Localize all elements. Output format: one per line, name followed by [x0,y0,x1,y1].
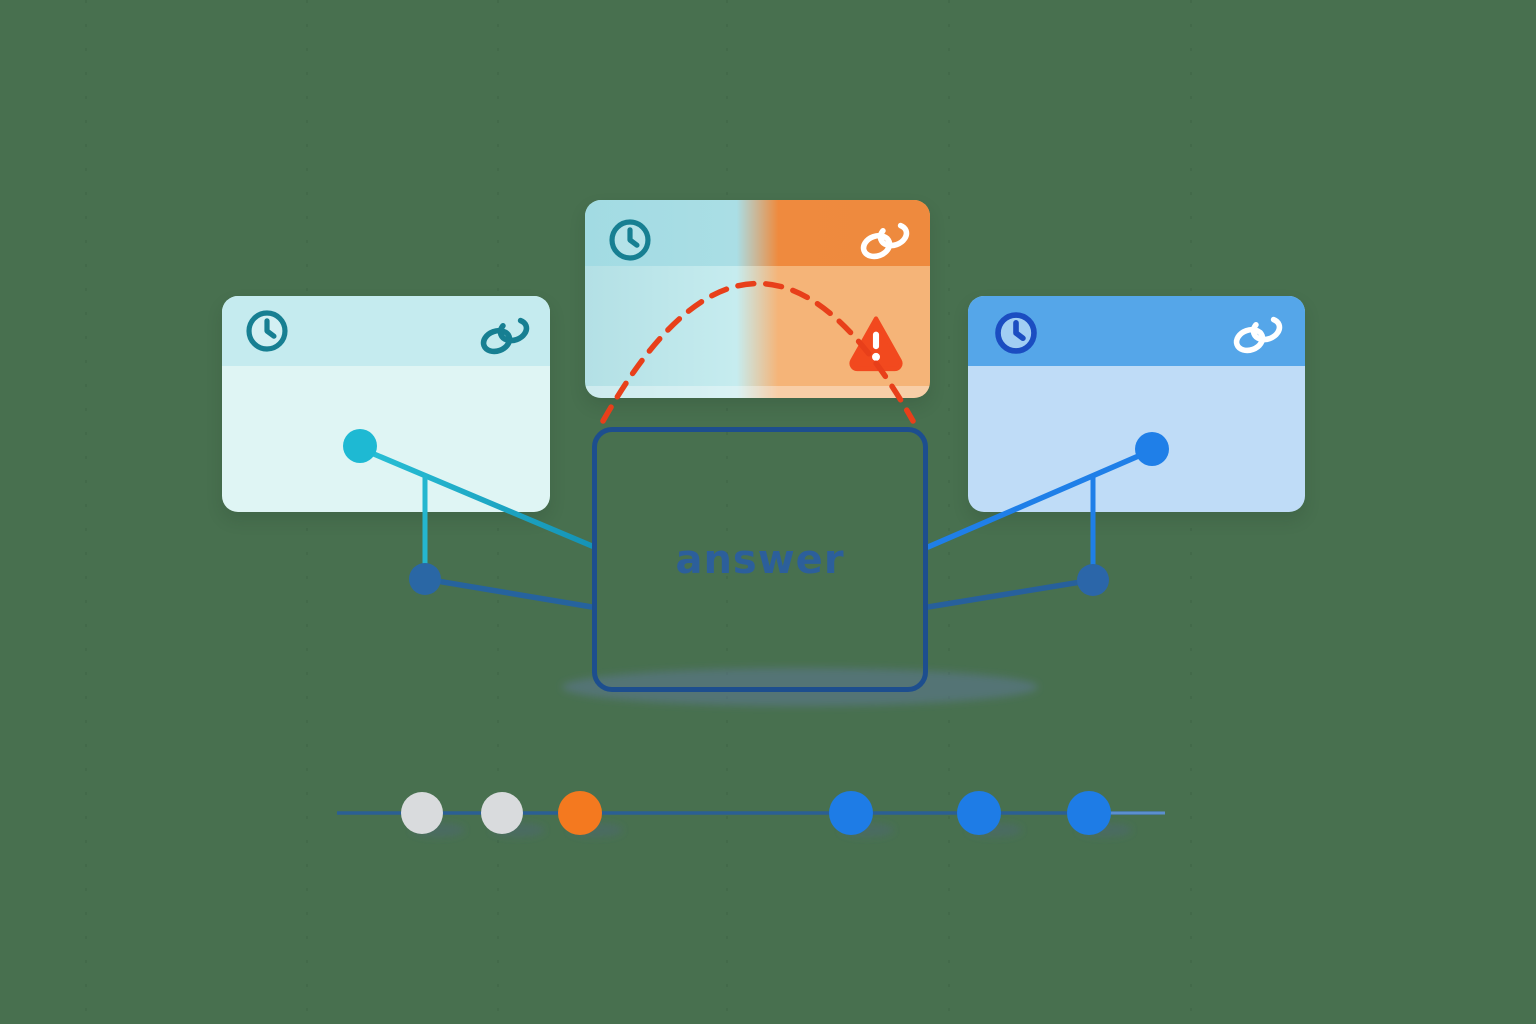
answer-box: answer [592,427,928,692]
timeline-dot-gray [401,792,443,834]
dark-connector-line [422,576,595,610]
clock-icon [609,219,651,261]
timeline-dot-blue [957,791,1001,835]
link-icon [860,221,910,260]
grid-line [1190,0,1192,1024]
link-icon [1233,315,1283,354]
timeline-dot-orange [558,791,602,835]
card-teal [222,296,550,512]
grid-line [497,0,499,1024]
card-teal-orange [585,200,930,398]
clock-icon [995,312,1037,354]
clock-icon [246,310,288,352]
dashed-arc [600,281,916,424]
grid-line [948,0,950,1024]
dark-connector-line [925,577,1096,610]
link-icon [480,316,530,355]
grid-line [726,0,728,1024]
timeline-dots [401,791,1132,837]
teal-connector-line [359,446,595,549]
teal-node-dot [343,429,377,463]
grid-line [85,0,87,1024]
timeline-dot-gray [481,792,523,834]
card-blue [968,296,1305,512]
blue-node-dot [1135,432,1169,466]
dark-node-dot [1077,564,1109,596]
grid-line [306,0,308,1024]
dark-node-dot [409,563,441,595]
timeline-dot-blue [829,791,873,835]
answer-label: answer [675,536,845,583]
warning-icon [849,316,903,372]
card-footer-strip [585,386,930,398]
blue-connector-line [925,448,1153,550]
timeline-dot-blue [1067,791,1111,835]
